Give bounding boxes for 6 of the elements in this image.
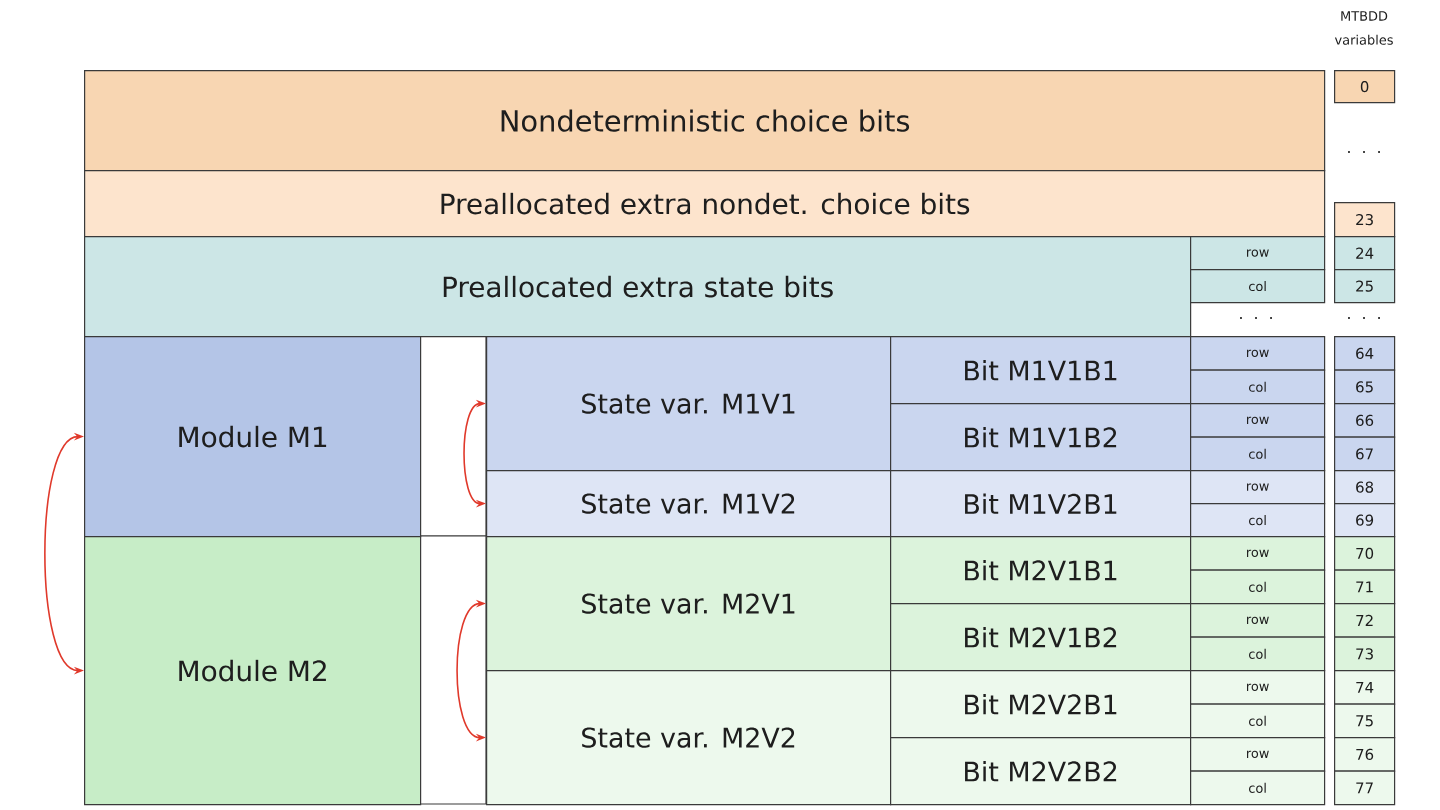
state-variable-box: State var. M1V2 (486, 470, 892, 538)
bits-band: Nondeterministic choice bits (84, 70, 1326, 172)
module-box: Module M1 (84, 336, 422, 538)
bits-band: Preallocated extra nondet. choice bits (84, 170, 1326, 238)
bits-band: Preallocated extra state bits (84, 236, 1192, 338)
module-box: Module M2 (84, 536, 422, 806)
